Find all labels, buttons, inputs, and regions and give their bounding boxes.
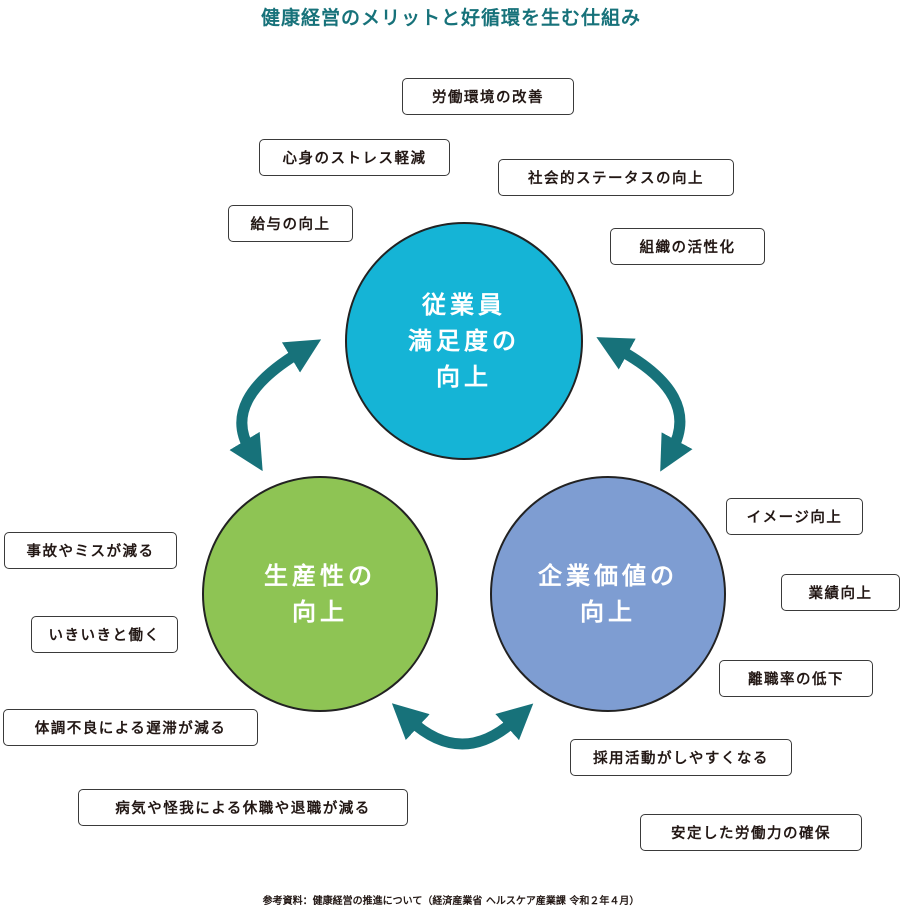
tag-salary: 給与の向上	[228, 205, 353, 242]
circle-productivity-line-2: 向上	[292, 598, 348, 626]
tag-lively-work: いきいきと働く	[31, 616, 178, 653]
arrow-employee-productivity	[229, 339, 322, 472]
arrow-employee-corporate	[596, 337, 693, 472]
circle-corporate-value: 企業価値の 向上	[490, 476, 726, 712]
tag-work-environment: 労働環境の改善	[402, 78, 574, 115]
circle-employee-line-3: 向上	[436, 363, 492, 391]
tag-performance-improvement: 業績向上	[781, 574, 900, 611]
tag-image-improvement: イメージ向上	[726, 498, 863, 535]
tag-organization-activation: 組織の活性化	[610, 228, 765, 265]
circle-employee-satisfaction: 従業員 満足度の 向上	[345, 222, 583, 460]
circle-corporate-line-2: 向上	[580, 598, 636, 626]
circle-employee-line-1: 従業員	[422, 291, 506, 319]
circle-productivity-line-1: 生産性の	[264, 562, 376, 590]
tag-lower-turnover: 離職率の低下	[719, 660, 873, 697]
tag-fewer-delays: 体調不良による遅滞が減る	[3, 709, 258, 746]
tag-fewer-accidents: 事故やミスが減る	[4, 532, 177, 569]
source-note: 参考資料：健康経営の推進について（経済産業省 ヘルスケア産業課 令和２年４月）	[262, 896, 640, 907]
tag-stress-reduction: 心身のストレス軽減	[259, 139, 450, 176]
circle-employee-line-2: 満足度の	[408, 327, 520, 355]
diagram-title: 健康経営のメリットと好循環を生む仕組み	[260, 7, 641, 29]
arrow-productivity-corporate	[391, 703, 534, 750]
tag-social-status: 社会的ステータスの向上	[498, 159, 734, 196]
tag-fewer-leaves: 病気や怪我による休職や退職が減る	[78, 789, 408, 826]
circle-productivity: 生産性の 向上	[202, 476, 438, 712]
tag-easier-recruiting: 採用活動がしやすくなる	[570, 739, 792, 776]
tag-stable-workforce: 安定した労働力の確保	[640, 814, 862, 851]
circle-corporate-line-1: 企業価値の	[538, 562, 678, 590]
